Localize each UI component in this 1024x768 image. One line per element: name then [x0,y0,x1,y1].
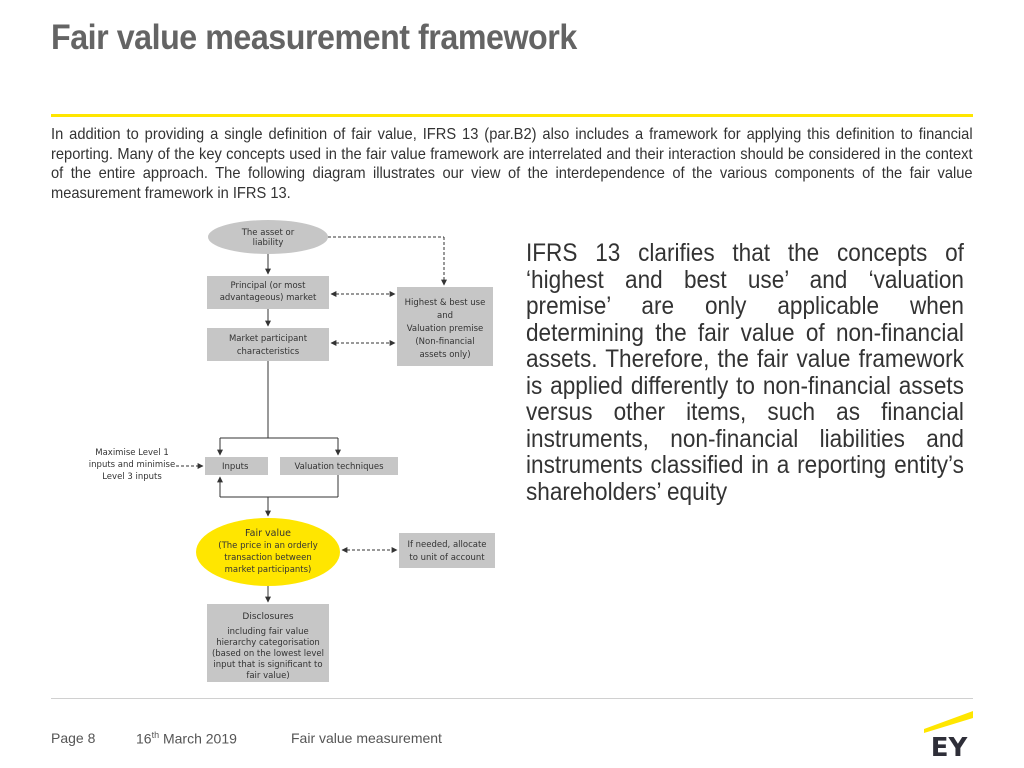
ifrs-clarification-text: IFRS 13 clarifies that the concepts of ‘… [526,239,964,506]
disclosures-desc: fair value) [246,671,289,681]
highest-best-use-label: Valuation premise [407,324,484,334]
slide-title: Fair value measurement framework [51,18,577,57]
disclosures-title: Disclosures [242,612,294,622]
fair-value-desc: market participants) [225,565,312,575]
maximise-note: inputs and minimise [89,460,175,470]
highest-best-use-label: Highest & best use [405,298,486,308]
highest-best-use-label: assets only) [419,350,470,360]
principal-market-label: Principal (or most [231,281,307,291]
allocate-node [399,533,495,568]
allocate-label: If needed, allocate [407,540,486,550]
allocate-label: to unit of account [409,553,485,563]
footer-document-title: Fair value measurement [291,730,442,746]
inputs-label: Inputs [222,462,249,472]
ey-logo-beam [924,711,973,733]
footer-date: 16th March 2019 [136,730,237,747]
asset-or-liability-node [208,220,328,254]
asset-or-liability-label: liability [253,238,284,248]
footer-divider [51,698,973,699]
fair-value-title: Fair value [245,528,291,539]
disclosures-desc: (based on the lowest level [212,649,324,659]
market-participant-label: Market participant [229,334,308,344]
asset-or-liability-label: The asset or [241,228,295,238]
inputs-node [205,457,268,475]
principal-market-label: advantageous) market [220,293,317,303]
highest-best-use-node [397,287,493,366]
title-underline [51,114,973,117]
valuation-techniques-label: Valuation techniques [294,462,384,472]
maximise-note: Level 3 inputs [102,472,162,482]
disclosures-desc: input that is significant to [213,660,322,670]
ey-logo-text: EY [931,733,969,760]
market-participant-label: characteristics [237,347,300,357]
market-participant-node [207,328,329,361]
principal-market-node [207,276,329,309]
footer-page-number: Page 8 [51,730,96,746]
highest-best-use-label: and [437,311,453,321]
intro-paragraph: In addition to providing a single defini… [51,126,973,202]
disclosures-node [207,604,329,682]
fair-value-desc: transaction between [224,553,311,563]
valuation-techniques-node [280,457,398,475]
fair-value-node [196,518,340,586]
disclosures-desc: hierarchy categorisation [216,638,320,648]
highest-best-use-label: (Non-financial [415,337,474,347]
ey-logo: EY [924,711,973,760]
fair-value-desc: (The price in an orderly [218,541,318,551]
maximise-note: Maximise Level 1 [95,448,168,458]
disclosures-desc: including fair value [227,627,308,637]
fair-value-framework-diagram: The asset or liability Principal (or mos… [89,220,495,682]
